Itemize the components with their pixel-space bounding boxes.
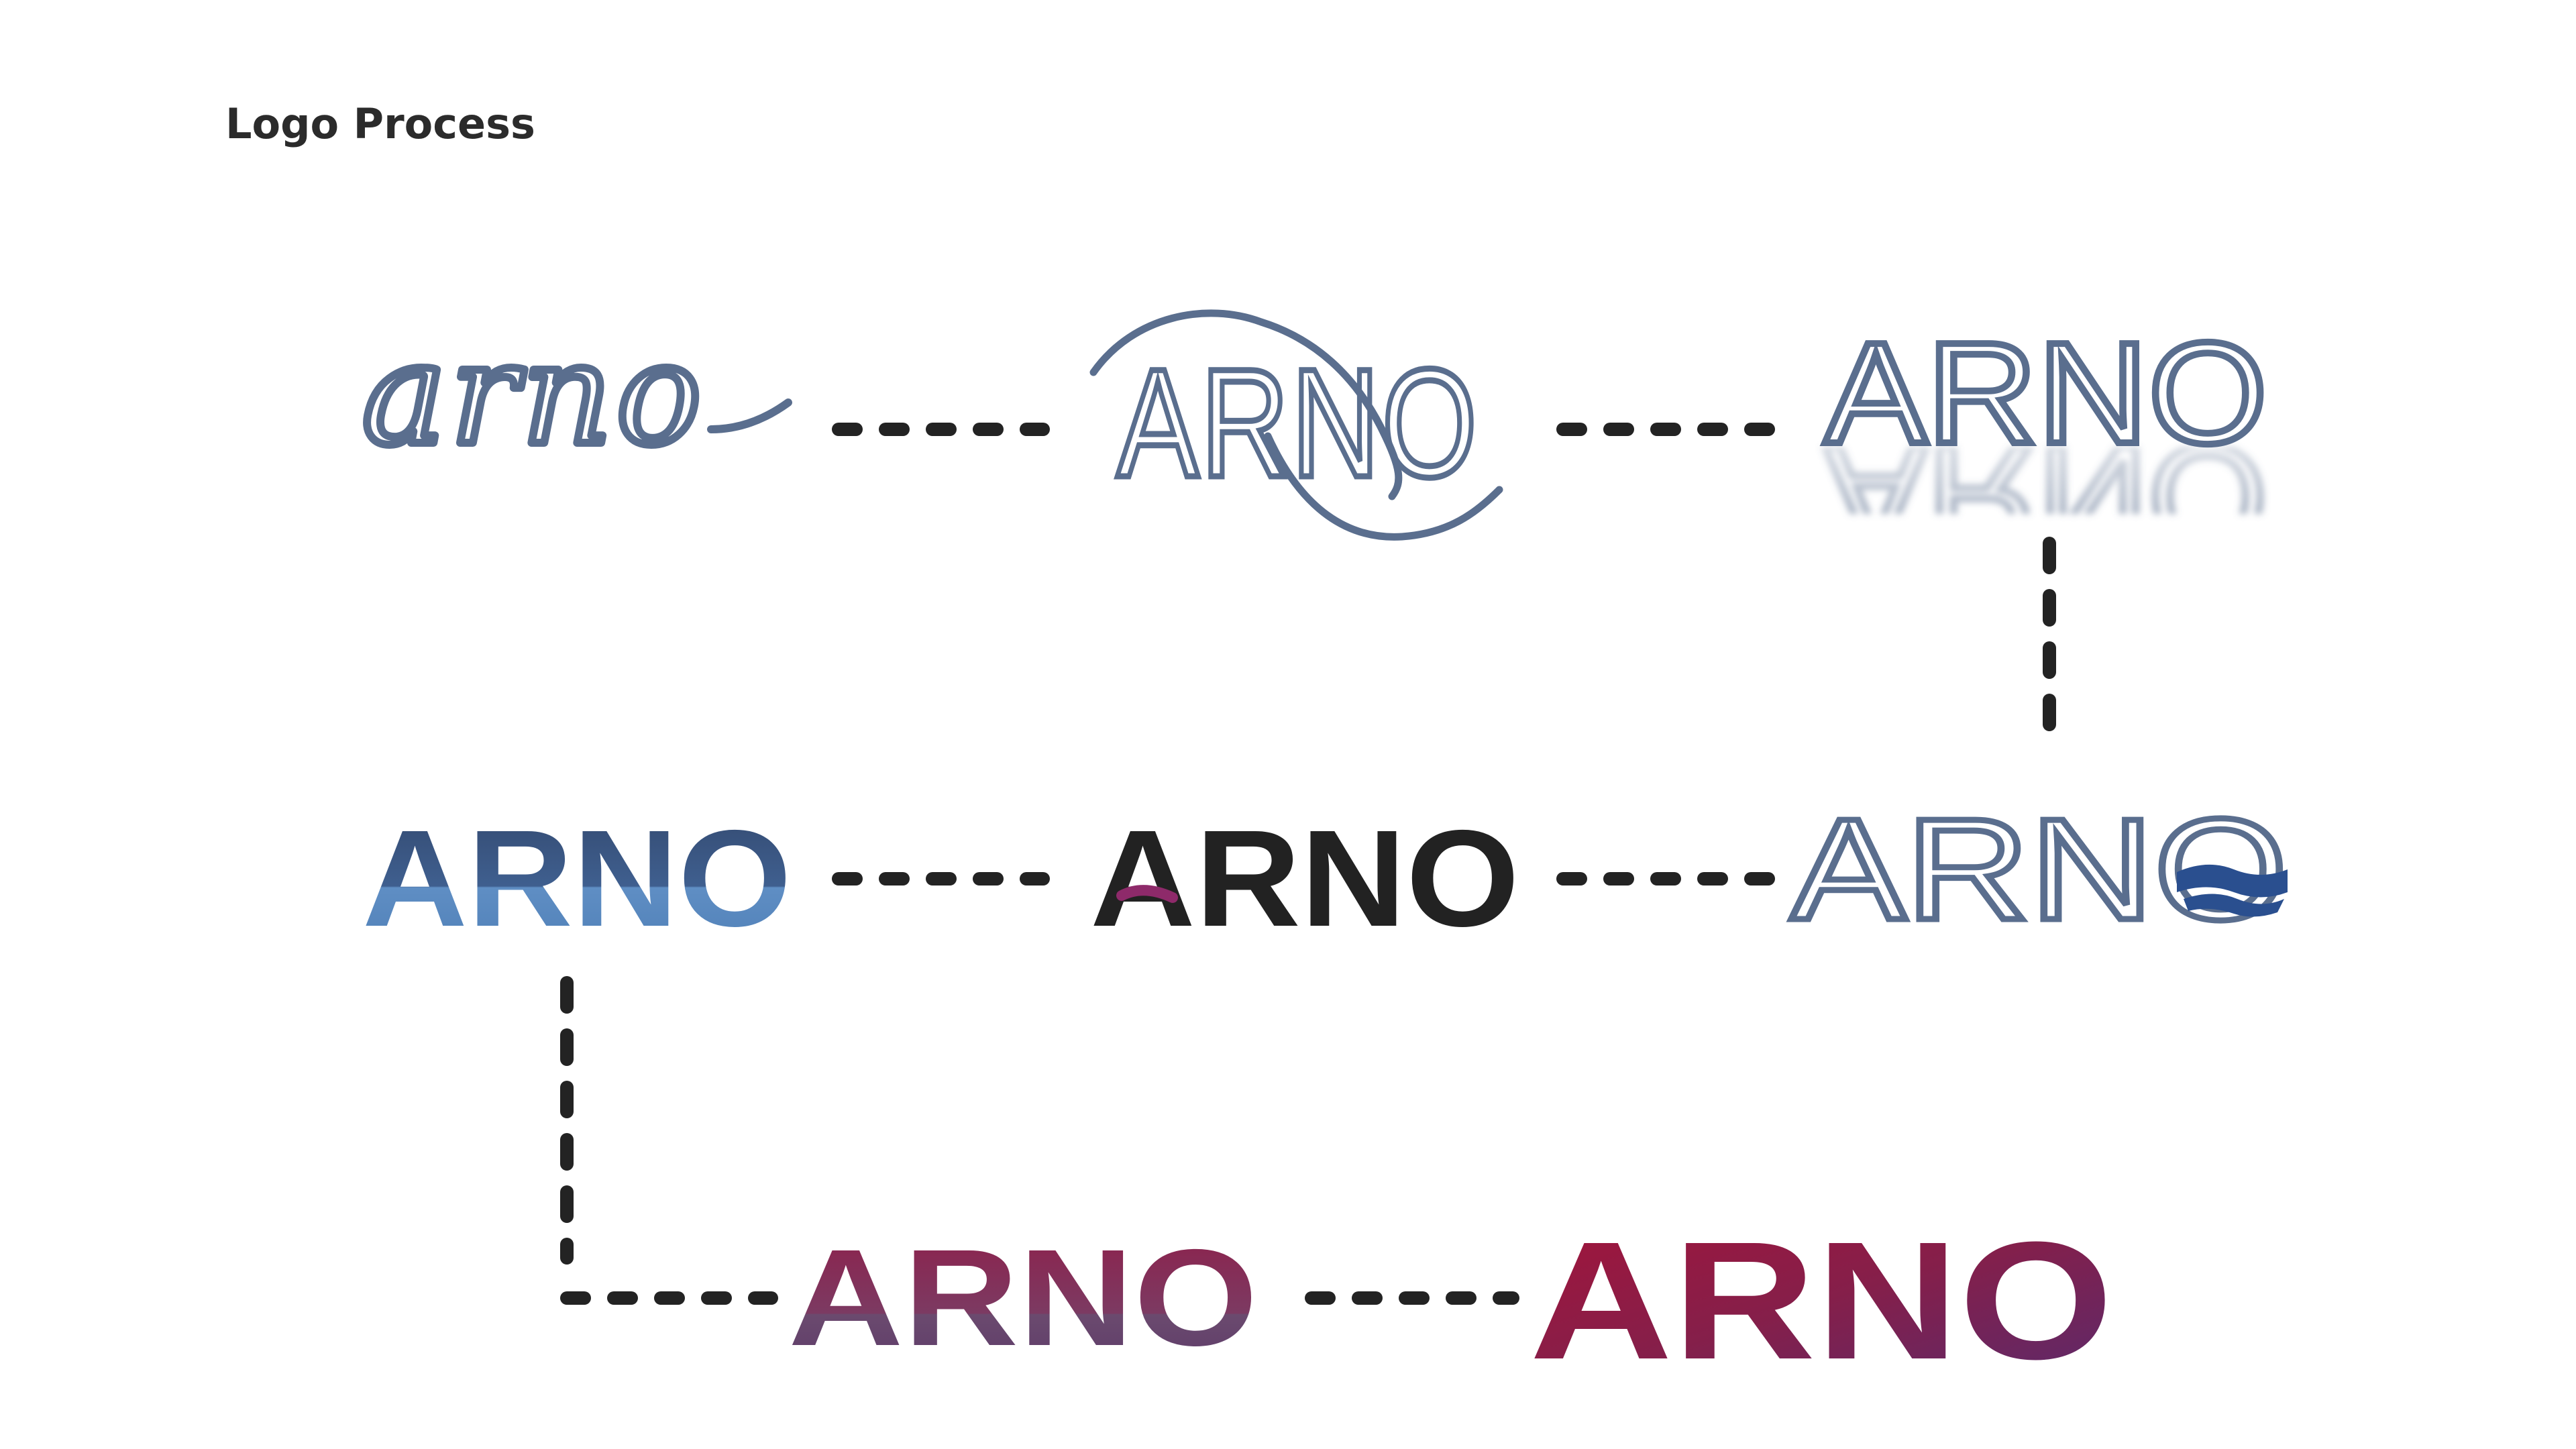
purple-gradient-logo: ARNO: [788, 1221, 1258, 1375]
arc-logo-top-arc: [1089, 309, 1403, 500]
arc-logo-bottom-swoosh: [1264, 432, 1503, 541]
script-logo-swash: [707, 398, 792, 433]
reflection-logo-mirror: ARNO: [1821, 416, 2271, 578]
blue-gradient-logo: ARNO: [362, 802, 792, 955]
purple-gradient-logo-text: ARNO: [788, 1221, 1258, 1375]
final-logo-text: ARNO: [1529, 1207, 2113, 1394]
script-logo-text: arno: [362, 312, 705, 476]
black-accent-logo-crossbar: [1116, 885, 1178, 903]
dashed-connectors: [560, 423, 2056, 1305]
wave-icon: [2177, 864, 2288, 917]
final-logo: ARNO: [1529, 1207, 2113, 1394]
black-accent-logo: ARNO: [1090, 802, 1519, 955]
blue-gradient-logo-text: ARNO: [362, 802, 792, 955]
page-title: Logo Process: [225, 99, 535, 148]
wave-logo: ARNO: [1788, 786, 2291, 953]
black-accent-logo-text: ARNO: [1090, 802, 1519, 955]
script-logo: arno: [358, 308, 792, 480]
arc-logo: ARNO: [1089, 309, 1503, 541]
reflection-logo-text: ARNO: [1825, 312, 2267, 474]
reflection-logo: ARNO ARNO: [1821, 309, 2271, 578]
reflection-logo-mirror-text: ARNO: [1825, 416, 2267, 578]
